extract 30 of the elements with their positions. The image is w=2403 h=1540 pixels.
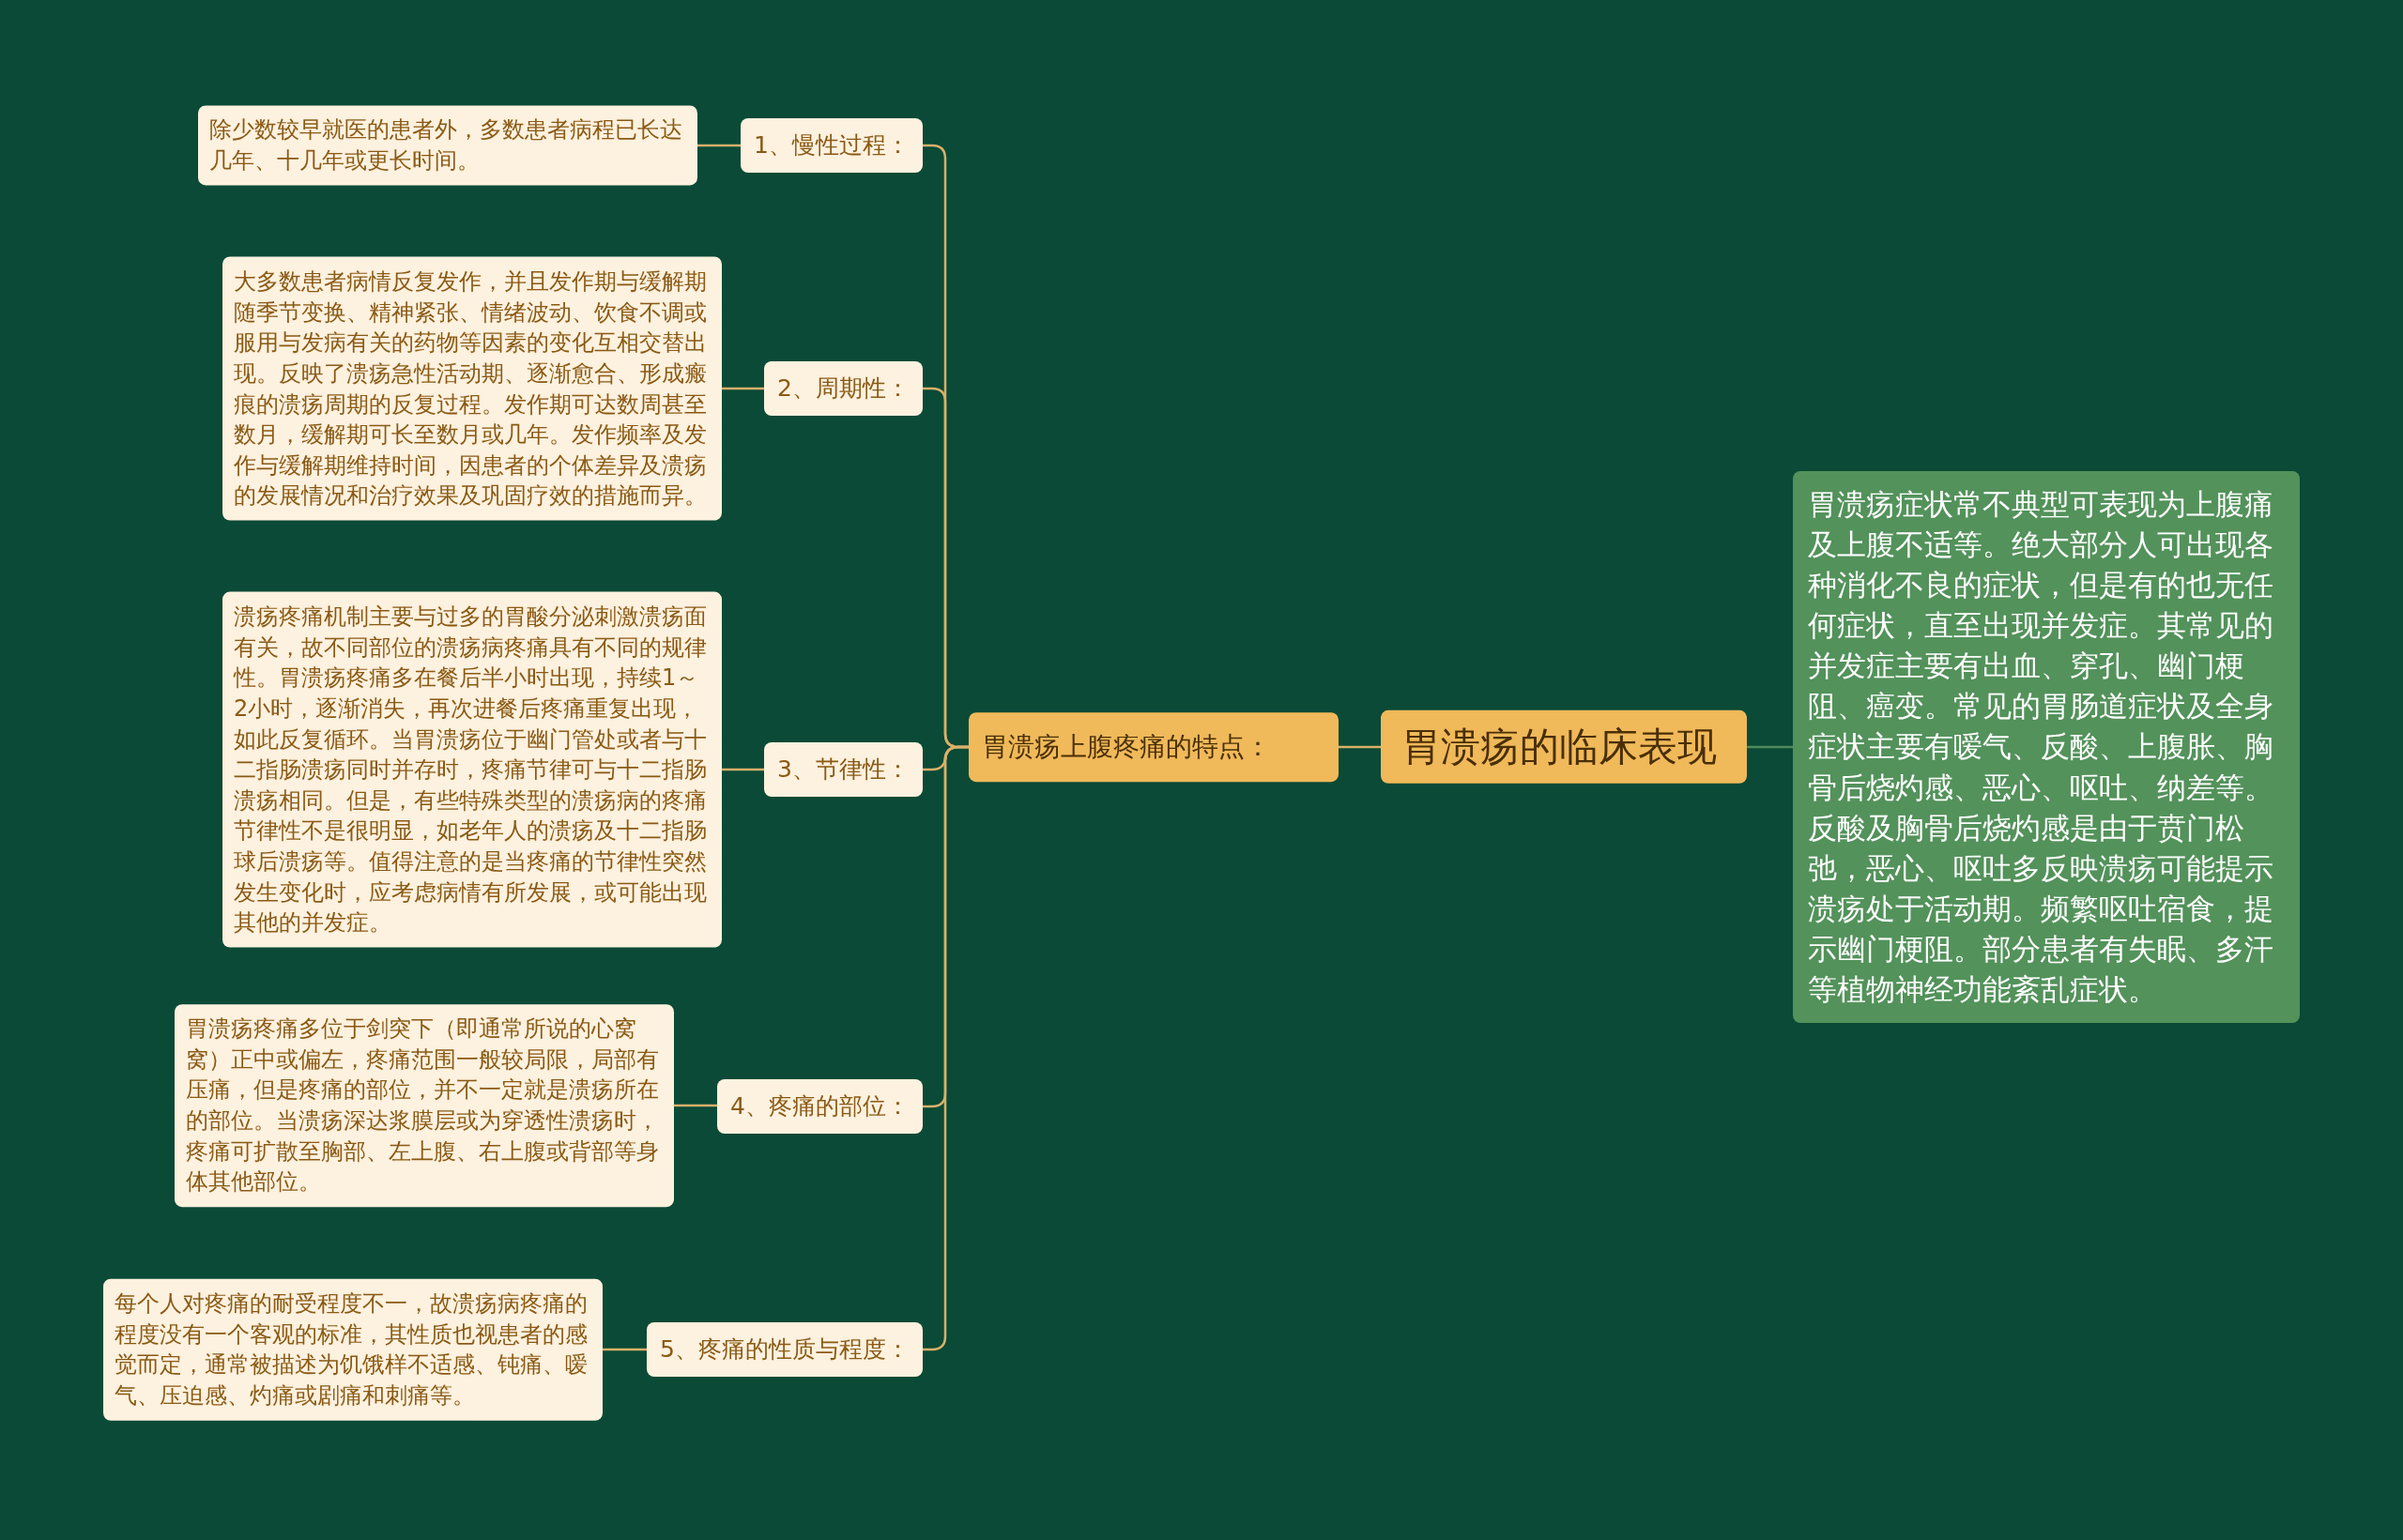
category-box [764, 742, 923, 797]
node-text: 大多数患者病情反复发作，并且发作期与缓解期随季节变换、精神紧张、情绪波动、饮食不调或服用与发病有关的药物等因素的变化互相交替出现。反映了溃疡急性活动期、逐渐愈合、形成瘢痕的溃疡周期的反复过程。发作期可达数周甚至数月，缓解期可长至数月或几年。发作频率及发作与缓解期维持时间，因患者的个体差异及溃疡的发展情况和治疗效果及巩固疗效的措施而异。 [234, 267, 708, 511]
node-text: 胃溃疡的临床表现 [1401, 723, 1718, 771]
connector-line [697, 144, 742, 147]
connector-line [1747, 745, 1793, 749]
note-box [198, 105, 697, 186]
connector-line [603, 1348, 648, 1351]
node-text: 溃疡疼痛机制主要与过多的胃酸分泌刺激溃疡面有关，故不同部位的溃疡病疼痛具有不同的规律性。胃溃疡疼痛多在餐后半小时出现，持续1～2小时，逐渐消失，再次进餐后疼痛重复出现，如此反复循环。当胃溃疡位于幽门管处或者与十二指肠溃疡同时并存时，疼痛节律可与十二指肠溃疡相同。但是，有些特殊类型的溃疡病的疼痛节律性不是很明显，如老年人的溃疡及十二指肠球后溃疡等。值得注意的是当疼痛的节律性突然发生变化时，应考虑病情有所发展，或可能出现其他的并发症。 [234, 602, 708, 938]
topic-box [1381, 709, 1747, 785]
node-text: 2、周期性： [777, 374, 910, 403]
node-text: 4、疼痛的部位： [730, 1092, 910, 1121]
connector-line [674, 1104, 718, 1107]
node-text: 除少数较早就医的患者外，多数患者病程已长达几年、十几年或更长时间。 [209, 115, 683, 175]
category-box [764, 361, 923, 416]
connector-line [923, 745, 969, 1351]
category-box [717, 1079, 923, 1134]
subtopic-box [969, 712, 1339, 782]
node-text: 3、节律性： [777, 755, 910, 784]
connector-line [722, 768, 765, 771]
node-text: 胃溃疡症状常不典型可表现为上腹痛及上腹不适等。绝大部分人可出现各种消化不良的症状，但是有的也无任何症状，直至出现并发症。其常见的并发症主要有出血、穿孔、幽门梗阻、癌变。常见的胃肠道症状及全身症状主要有嗳气、反酸、上腹胀、胸骨后烧灼感、恶心、呕吐、纳差等。反酸及胸骨后烧灼感是由于贲门松弛，恶心、呕吐多反映溃疡可能提示溃疡处于活动期。频繁呕吐宿食，提示幽门梗阻。部分患者有失眠、多汗等植物神经功能紊乱症状。 [1808, 486, 2274, 1008]
node-text: 1、慢性过程： [754, 131, 910, 160]
node-text: 胃溃疡上腹疼痛的特点： [982, 731, 1272, 763]
connector-line [1339, 745, 1381, 749]
connector-line [722, 387, 765, 390]
category-box [647, 1322, 923, 1377]
note-box [103, 1278, 603, 1421]
node-text: 每个人对疼痛的耐受程度不一，故溃疡病疼痛的程度没有一个客观的标准，其性质也视患者的感觉而定，通常被描述为饥饿样不适感、钝痛、嗳气、压迫感、灼痛或剧痛和刺痛等。 [115, 1288, 589, 1410]
node-text: 胃溃疡疼痛多位于剑突下（即通常所说的心窝窝）正中或偏左，疼痛范围一般较局限，局部有压痛，但是疼痛的部位，并不一定就是溃疡所在的部位。当溃疡深达浆膜层或为穿透性溃疡时，疼痛可扩散至胸部、左上腹、右上腹或背部等身体其他部位。 [186, 1014, 660, 1197]
category-box [741, 118, 923, 173]
node-text: 5、疼痛的性质与程度： [660, 1335, 910, 1364]
